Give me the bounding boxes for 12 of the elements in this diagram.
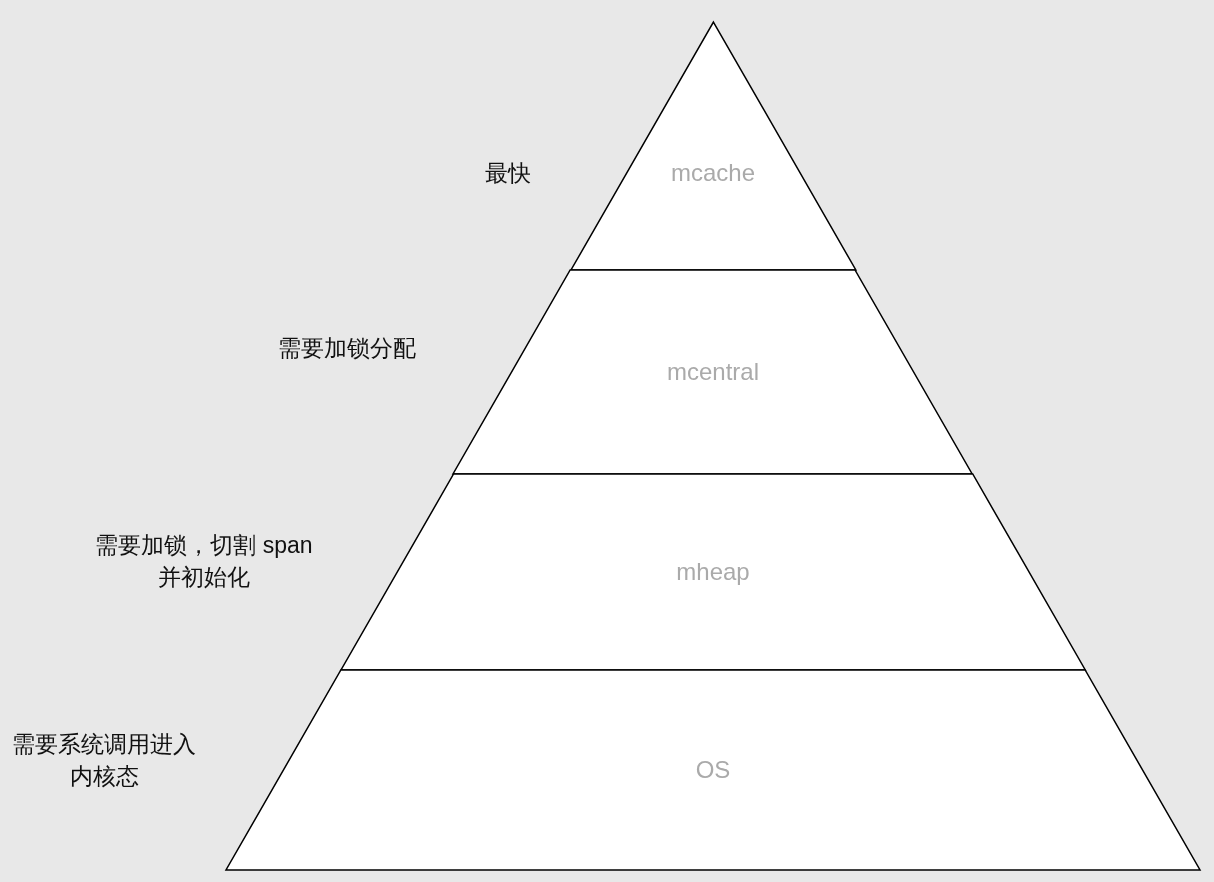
tier-note: 需要加锁，切割 span 并初始化 (94, 530, 314, 592)
tier-note: 需要加锁分配 (277, 333, 417, 363)
pyramid-tier (570, 22, 856, 270)
tier-label: OS (695, 756, 731, 784)
tier-note: 最快 (484, 158, 532, 188)
pyramid-tier (453, 270, 973, 474)
tier-label: mcentral (666, 358, 759, 386)
tier-label: mcache (670, 159, 755, 188)
pyramid-tier (226, 670, 1200, 870)
tier-label: mheap (676, 558, 750, 586)
tier-note: 需要系统调用进入内核态 (11, 729, 197, 791)
pyramid-tier (340, 474, 1086, 670)
